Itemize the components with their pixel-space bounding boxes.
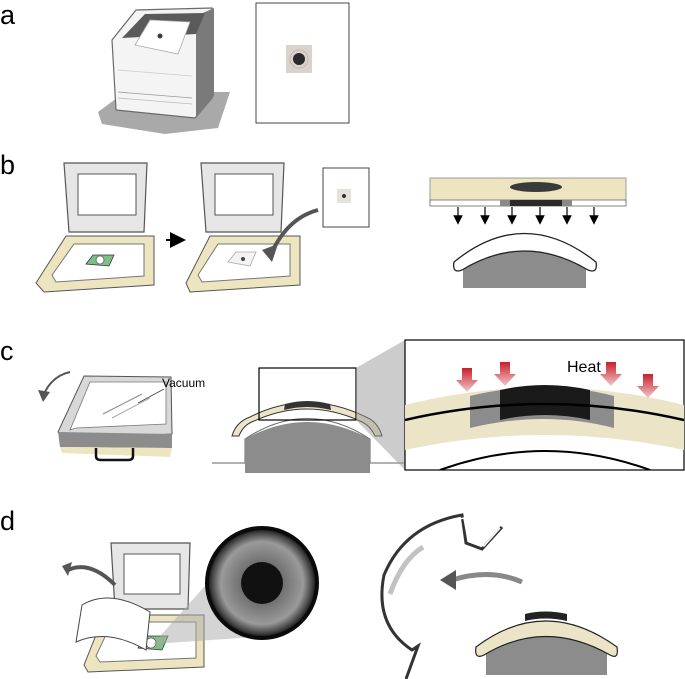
mold-icon xyxy=(245,422,370,473)
vacuum-former-icon xyxy=(57,375,173,462)
panel-d: d xyxy=(0,506,618,679)
rotate-arrow-icon xyxy=(43,371,71,395)
lens-forming-diagram xyxy=(429,177,627,288)
peeled-sheet xyxy=(75,597,151,651)
panel-letter-a: a xyxy=(0,0,16,30)
panel-letter-c: c xyxy=(0,336,14,366)
mold-icon xyxy=(380,513,504,679)
panel-letter-b: b xyxy=(0,150,15,180)
printed-sheet xyxy=(255,2,350,124)
zoom-panel: Heat xyxy=(404,339,685,471)
curved-arrow-icon xyxy=(451,571,524,585)
contact-lens-icon xyxy=(475,611,618,675)
handle xyxy=(94,448,135,462)
panel-c: c Vacuum xyxy=(0,336,685,473)
heat-label: Heat xyxy=(567,359,601,376)
lens-forming-diagram xyxy=(212,340,405,473)
vacuum-former-icon xyxy=(35,162,155,293)
vacuum-former-icon xyxy=(185,162,301,293)
panel-letter-d: d xyxy=(0,506,15,536)
panel-b: b xyxy=(0,150,627,293)
down-arrows xyxy=(453,207,599,225)
vacuum-label: Vacuum xyxy=(162,376,205,390)
heat-arrows xyxy=(456,362,659,398)
printer-icon xyxy=(98,7,230,134)
panel-a: a xyxy=(0,0,350,134)
contact-lens-icon xyxy=(453,233,597,272)
curved-arrow-icon xyxy=(67,565,117,587)
iris-print-icon xyxy=(293,53,305,65)
